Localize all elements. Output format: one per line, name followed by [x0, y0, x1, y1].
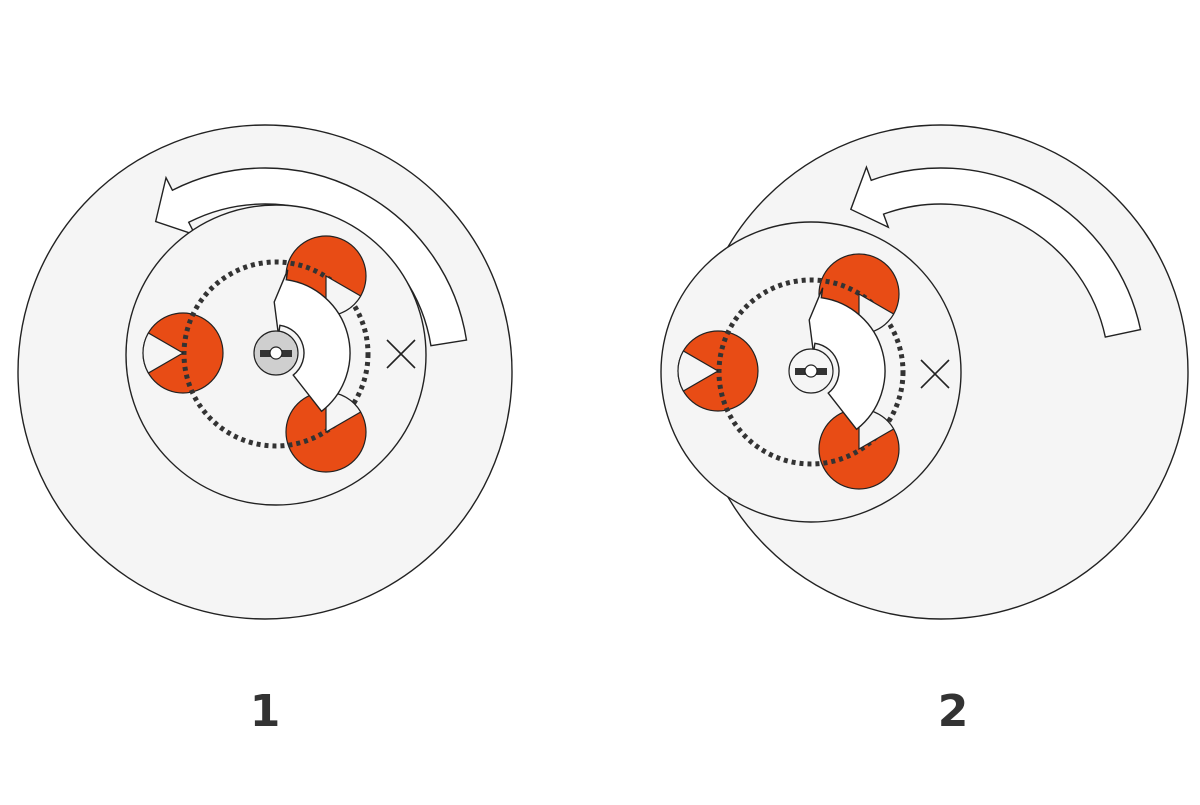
panel-1	[17, 124, 513, 620]
x-mark-stroke-b	[386, 339, 416, 369]
hub-pin	[804, 364, 818, 378]
panel-2	[660, 124, 1189, 620]
x-mark-icon	[920, 359, 950, 389]
x-mark-stroke-b	[920, 359, 950, 389]
panel-1-label: 1	[249, 686, 281, 737]
panel-2-label: 2	[937, 686, 969, 737]
hub-pin	[269, 346, 283, 360]
small-rotation-arrow	[808, 287, 886, 431]
curved-arrow-icon	[154, 167, 468, 347]
small-rotation-arrow	[273, 269, 351, 413]
lobe-wedge-1	[142, 332, 185, 374]
curved-arrow-icon	[849, 165, 1142, 338]
x-mark-icon	[386, 339, 416, 369]
lobe-wedge-1	[677, 350, 720, 392]
dotted-circle	[716, 277, 906, 467]
dotted-circle	[181, 259, 371, 449]
